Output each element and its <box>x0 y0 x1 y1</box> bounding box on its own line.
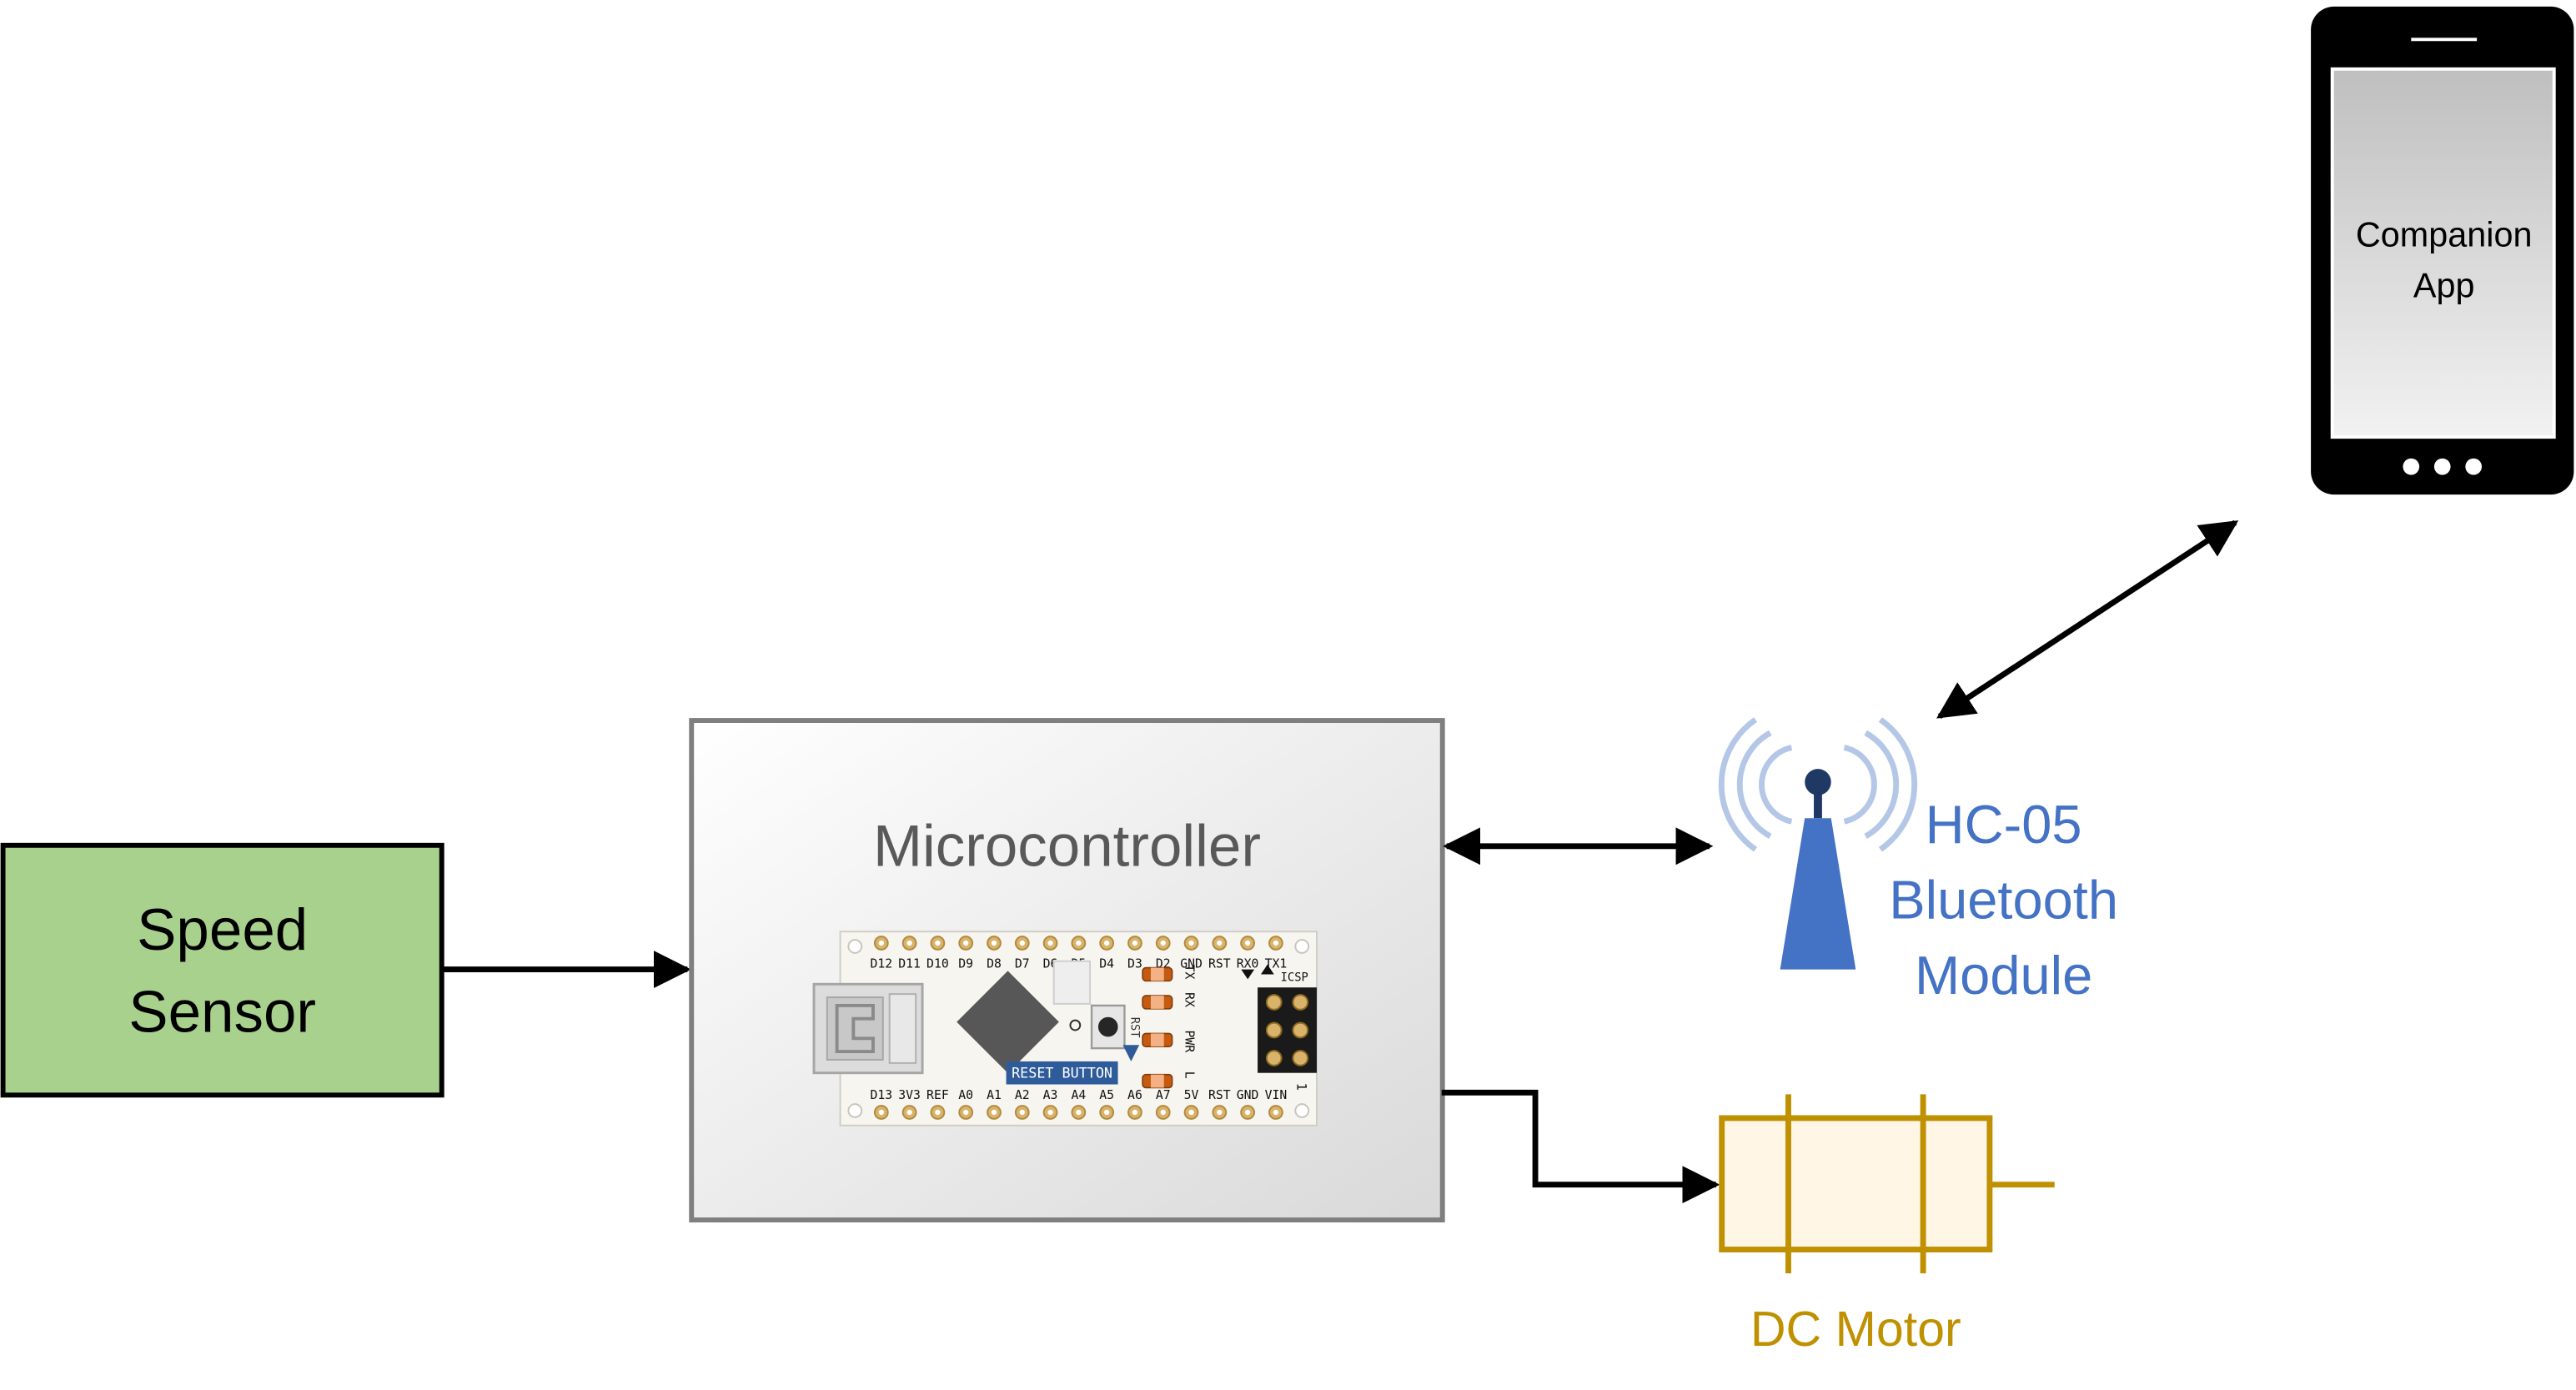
motor-body <box>1719 1115 1993 1252</box>
bottom-pin-pads <box>873 1105 1283 1120</box>
phone-dot <box>2403 458 2420 475</box>
top-pin-labels: D12D11D10D9D8D7D6D5D4D3D2GNDRSTRX0TX1 <box>870 957 1287 971</box>
icsp-pin <box>1265 1050 1283 1066</box>
top-pin-label: D11 <box>898 957 921 971</box>
bottom-pin-label: A2 <box>1015 1088 1030 1102</box>
reset-button-label: RESET BUTTON <box>1012 1065 1112 1081</box>
top-pin-label: D4 <box>1099 957 1114 971</box>
bottom-pin-label: D13 <box>870 1088 892 1102</box>
pin1-label: 1 <box>1293 1083 1309 1091</box>
bottom-pin-label: REF <box>926 1088 949 1102</box>
icsp-label: ICSP <box>1281 971 1308 984</box>
mounting-hole <box>847 939 863 954</box>
rx-marker <box>1241 969 1255 980</box>
bluetooth-label-line3: Module <box>1915 945 2092 1006</box>
bottom-pin-label: 3V3 <box>898 1088 921 1102</box>
top-pin-label: GND <box>1180 957 1203 971</box>
top-pin-label: D12 <box>870 957 892 971</box>
top-pin-label: D3 <box>1127 957 1142 971</box>
bottom-pin-label: RST <box>1208 1088 1231 1102</box>
bluetooth-module: HC-05 Bluetooth Module <box>1718 717 2118 1006</box>
icsp-pin <box>1292 1021 1309 1039</box>
bottom-pin-label: A1 <box>987 1088 1002 1102</box>
bottom-pin-label: A5 <box>1099 1088 1114 1102</box>
status-leds: TX RX PWR L <box>1142 965 1196 1089</box>
rst-label: RST <box>1127 1017 1141 1038</box>
top-pin-label: RST <box>1208 957 1231 971</box>
bottom-pin-labels: D13 3V3 REF A0 A1 A2 A3 A4 A5 A6 A7 5V RST GND VIN <box>870 1088 1287 1102</box>
phone-screen <box>2330 67 2556 439</box>
mounting-hole <box>1294 1103 1310 1118</box>
dc-motor: DC Motor <box>1719 1094 2055 1357</box>
companion-phone: Companion App <box>2311 6 2574 495</box>
reset-button-graphic: RST <box>1090 1004 1141 1050</box>
icsp-pin <box>1292 1050 1309 1066</box>
speed-sensor-block: Speed Sensor <box>0 842 444 1098</box>
icsp-pin <box>1292 994 1309 1011</box>
speed-sensor-label-line2: Sensor <box>128 979 316 1045</box>
mounting-hole <box>847 1103 863 1118</box>
top-pin-label: D9 <box>958 957 973 971</box>
bottom-pin-label: 5V <box>1184 1088 1199 1102</box>
bottom-pin-label: A0 <box>958 1088 973 1102</box>
bottom-pin-label: A7 <box>1156 1088 1171 1102</box>
reset-button-callout: RESET BUTTON <box>1006 1045 1140 1085</box>
bottom-pin-label: A6 <box>1127 1088 1142 1102</box>
mounting-hole <box>1294 939 1310 954</box>
speed-sensor-label-line1: Speed <box>137 897 308 963</box>
led-label: PWR <box>1182 1030 1196 1052</box>
speed-sensor-box <box>0 842 444 1098</box>
motor-label: DC Motor <box>1750 1301 1961 1357</box>
microchip <box>957 960 1092 1073</box>
bottom-pin-label: VIN <box>1265 1088 1288 1102</box>
arduino-nano-board: D12D11D10D9D8D7D6D5D4D3D2GNDRSTRX0TX1 D1… <box>812 931 1318 1127</box>
bottom-pin-label: A3 <box>1043 1088 1058 1102</box>
top-pin-pads <box>873 936 1283 951</box>
top-pin-label: RX0 <box>1237 957 1259 971</box>
bottom-pin-label: A4 <box>1071 1088 1086 1102</box>
led-label: TX <box>1182 965 1196 980</box>
led-label: L <box>1182 1071 1196 1079</box>
icsp-header: ICSP 1 <box>1258 964 1317 1091</box>
usb-connector <box>812 982 924 1075</box>
icsp-pin <box>1265 1021 1283 1039</box>
microcontroller-block: Microcontroller D12D11D10D9D8D7D6D5D4D3D… <box>689 718 1445 1223</box>
bluetooth-label-line1: HC-05 <box>1926 794 2082 855</box>
bluetooth-label-line2: Bluetooth <box>1889 869 2118 930</box>
top-pin-label: D10 <box>926 957 949 971</box>
led-label: RX <box>1182 992 1196 1007</box>
phone-label-line1: Companion <box>2356 216 2533 254</box>
phone-speaker <box>2411 38 2478 42</box>
top-pin-label: D8 <box>987 957 1002 971</box>
antenna-icon <box>1718 717 1918 970</box>
arrow-bluetooth-phone <box>1936 519 2239 719</box>
phone-label-line2: App <box>2413 267 2475 305</box>
arrow-mcu-to-motor <box>1441 1089 1720 1204</box>
phone-dot <box>2465 458 2483 475</box>
microcontroller-title: Microcontroller <box>873 813 1261 879</box>
icsp-pin <box>1265 994 1283 1011</box>
top-pin-label: D7 <box>1015 957 1030 971</box>
phone-dot <box>2433 458 2451 475</box>
top-pin-label: TX1 <box>1265 957 1288 971</box>
bottom-pin-label: GND <box>1237 1088 1259 1102</box>
